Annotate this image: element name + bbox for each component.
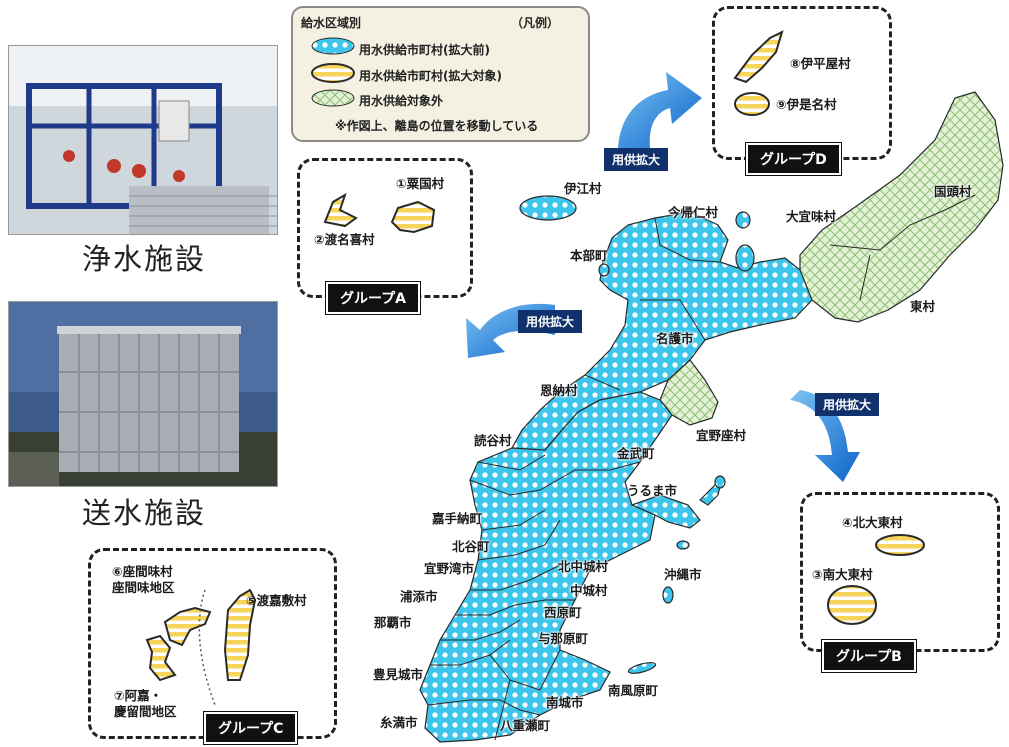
legend-note: ※作図上、離島の位置を移動している bbox=[335, 119, 539, 133]
arrow-to-group-d bbox=[618, 72, 702, 148]
label-nakijin: 今帰仁村 bbox=[668, 205, 719, 220]
group-d-box bbox=[712, 6, 892, 160]
group-a-badge: グループA bbox=[325, 281, 421, 315]
legend-swatch-excluded bbox=[311, 89, 355, 107]
group-a-item-2: ②渡名喜村 bbox=[314, 232, 375, 247]
group-b-badge: グループB bbox=[821, 639, 917, 673]
legend-item-served: 用水供給市町村(拡大前) bbox=[359, 43, 490, 57]
label-kunigami: 国頭村 bbox=[934, 184, 972, 199]
group-c-badge: グループC bbox=[202, 711, 299, 745]
label-tomigusuku: 豊見城市 bbox=[373, 667, 424, 682]
label-yonabaru: 与那原町 bbox=[538, 631, 589, 646]
legend-item-expansion: 用水供給市町村(拡大対象) bbox=[359, 69, 502, 83]
group-c-item-1: ⑥座間味村 bbox=[112, 564, 173, 579]
water-transmission-photo bbox=[8, 301, 278, 487]
label-higashi: 東村 bbox=[910, 299, 936, 314]
label-onna: 恩納村 bbox=[540, 383, 578, 398]
label-kitanakagusuku: 北中城村 bbox=[558, 559, 609, 574]
group-b-item-1: ④北大東村 bbox=[842, 515, 903, 530]
legend-swatches bbox=[311, 37, 355, 107]
group-d-badge: グループD bbox=[745, 142, 842, 176]
label-kin: 金武町 bbox=[617, 446, 655, 461]
legend-item-excluded: 用水供給対象外 bbox=[359, 94, 444, 108]
label-haebaru: 南風原町 bbox=[608, 683, 659, 698]
label-nishihara: 西原町 bbox=[544, 605, 582, 620]
label-uruma: うるま市 bbox=[627, 483, 678, 498]
label-motobu: 本部町 bbox=[570, 248, 608, 263]
label-nakagusuku: 中城村 bbox=[570, 583, 608, 598]
label-yaese: 八重瀬町 bbox=[500, 718, 551, 733]
group-b-item-2: ③南大東村 bbox=[812, 567, 873, 582]
north-excluded-region bbox=[799, 91, 1004, 323]
group-c-item-2: 座間味地区 bbox=[112, 580, 175, 595]
water-transmission-caption: 送水施設 bbox=[82, 496, 207, 530]
label-nanjo: 南城市 bbox=[546, 695, 584, 710]
label-ie: 伊江村 bbox=[564, 181, 602, 196]
label-nago: 名護市 bbox=[656, 331, 694, 346]
label-ginoza: 宜野座村 bbox=[696, 428, 747, 443]
legend-swatch-served bbox=[311, 37, 355, 55]
label-kadena: 嘉手納町 bbox=[432, 511, 483, 526]
group-c-item-4: ⑦阿嘉・ bbox=[114, 688, 163, 703]
water-treatment-photo bbox=[8, 45, 278, 235]
label-yomitan: 読谷村 bbox=[474, 433, 512, 448]
arrow-label-a: 用供拡大 bbox=[518, 310, 583, 333]
label-naha: 那覇市 bbox=[374, 615, 412, 630]
arrow-label-d: 用供拡大 bbox=[604, 148, 669, 171]
label-itoman: 糸満市 bbox=[380, 715, 418, 730]
label-urasoe: 浦添市 bbox=[400, 589, 438, 604]
group-c-item-5: 慶留間地区 bbox=[114, 704, 177, 719]
label-ogimi: 大宜味村 bbox=[786, 209, 837, 224]
group-d-item-2: ⑨伊是名村 bbox=[776, 97, 837, 112]
ie-island bbox=[519, 195, 577, 221]
label-chatan: 北谷町 bbox=[452, 539, 490, 554]
arrow-to-group-b bbox=[790, 390, 860, 482]
south-served-region bbox=[419, 391, 673, 743]
group-a-item-1: ①粟国村 bbox=[396, 176, 445, 191]
arrow-label-b: 用供拡大 bbox=[815, 393, 880, 416]
water-treatment-caption: 浄水施設 bbox=[82, 242, 207, 276]
label-ginowan: 宜野湾市 bbox=[424, 561, 475, 576]
legend-key-label: （凡例） bbox=[511, 16, 560, 30]
label-okinawa: 沖縄市 bbox=[664, 567, 702, 582]
group-a-box bbox=[297, 158, 473, 298]
group-d-item-1: ⑧伊平屋村 bbox=[790, 56, 851, 71]
legend-swatch-expansion bbox=[311, 63, 355, 83]
group-c-item-3: ⑤渡嘉敷村 bbox=[246, 593, 307, 608]
legend-title: 給水区域別 bbox=[301, 16, 362, 30]
